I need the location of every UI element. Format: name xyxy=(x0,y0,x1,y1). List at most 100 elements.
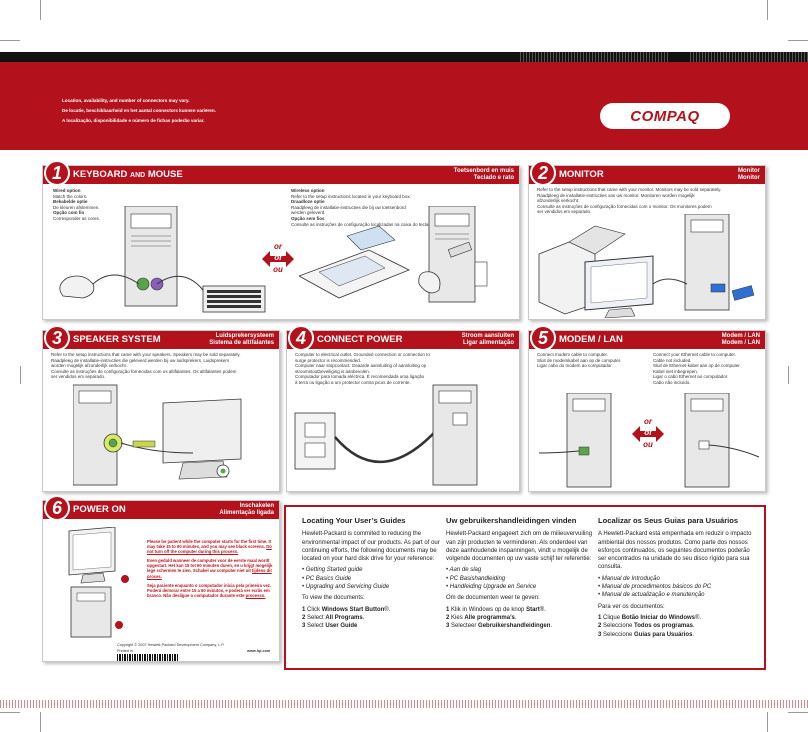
step-bold: Alle programma’s xyxy=(464,614,515,621)
warn-en-1: Please be patient while the computer sta… xyxy=(147,539,268,544)
wired-heading: Wired option xyxy=(53,188,81,193)
subtitle-nl: Modem / LAN xyxy=(721,333,760,339)
guides-view-en: To view the documents: xyxy=(302,595,365,602)
hp-url: www.hp.com xyxy=(247,649,271,653)
step-suffix: ®. xyxy=(694,614,702,621)
subtitle-nl: Toetsenbord en muis xyxy=(453,168,514,174)
step-number-1: 1 xyxy=(44,160,70,186)
crop-mark xyxy=(40,0,41,20)
wired-option-text: Wired option Match the colors. Bekabelde… xyxy=(53,188,203,222)
list-item: • Getting Started guide xyxy=(302,567,363,574)
monitor-text-nl-1: Raadpleeg de installatie-instructies van… xyxy=(537,192,695,198)
user-guides-box: Locating Your User’s Guides Hewlett-Pack… xyxy=(284,505,766,670)
guides-title-nl: Uw gebruikershandleidingen vinden xyxy=(446,516,577,525)
guides-list-pt: • Manual de Introdução • Manual de proce… xyxy=(598,575,758,600)
guides-column-nl: Uw gebruikershandleidingen vinden Hewlet… xyxy=(446,516,596,631)
step-suffix: . xyxy=(362,614,365,621)
wired-pt: Corresponder as cores. xyxy=(53,215,101,221)
step-text: Klik in Windows op de knop xyxy=(451,606,527,613)
panel-title: MONITOR xyxy=(559,169,604,180)
wired-keyboard-mouse-illustration xyxy=(59,206,266,313)
wireless-en: Refer to the setup instructions located … xyxy=(291,193,411,199)
step-text: Seleccione xyxy=(603,631,635,638)
step-text: Select xyxy=(307,623,326,630)
panel-subtitle: Luidsprekersysteem Sistema de altifalant… xyxy=(209,333,274,347)
list-item: • Handleiding Upgrade en Service xyxy=(446,584,537,591)
step-bold: Windows Start Button xyxy=(321,606,385,613)
step-number-2: 2 xyxy=(530,160,556,186)
step-suffix: . xyxy=(550,623,553,630)
panel-keyboard-mouse: Toetsenbord en muis Teclado e rato KEYBO… xyxy=(42,165,520,320)
warn-pt-4: processo. xyxy=(245,592,266,598)
wireless-option-text: Wireless option Refer to the setup instr… xyxy=(291,188,491,227)
or-of-ou-divider: or of ou xyxy=(631,417,665,451)
step-bold: Guias para Usuários xyxy=(634,631,693,638)
lan-text-nl-1: Sluit de Ethernet-kabel aan op de comput… xyxy=(653,363,741,369)
panel-speaker-system: SPEAKER SYSTEM Luidsprekersysteem Sistem… xyxy=(42,330,280,492)
lan-illustration xyxy=(684,393,760,488)
panel-header xyxy=(43,166,519,184)
wired-heading-nl: Bekabelde optie xyxy=(53,199,88,205)
speaker-text-nl-1: Raadpleeg de installatie-instructies die… xyxy=(51,357,230,363)
list-item: • Manual de procedimentos básicos do PC xyxy=(598,584,712,591)
barcode xyxy=(117,654,179,661)
guides-intro-nl: Hewlett-Packard engageert zich om de mil… xyxy=(446,531,593,563)
guides-intro-en: Hewlett-Packard is commited to reducing … xyxy=(302,531,440,563)
guides-title-pt: Localizar os Seus Guias para Usuários xyxy=(598,516,739,525)
notice-line-nl: De locatie, beschikbaarheid en het aanta… xyxy=(62,108,216,113)
copyright-text: Copyright © 2007 Hewlett-Packard Develop… xyxy=(117,643,225,647)
step-suffix: . xyxy=(692,623,695,630)
step-suffix: ®. xyxy=(384,606,391,613)
panel-title: CONNECT POWER xyxy=(317,334,403,345)
title-and: AND xyxy=(130,172,146,179)
guides-view-pt: Para ver os documentos: xyxy=(598,603,665,610)
warn-pt-2: vez. Poderá demorar entre 15 a 60 minuto… xyxy=(147,582,272,593)
of-label: of xyxy=(644,428,652,437)
speaker-illustration xyxy=(73,384,242,486)
panel-connect-power: CONNECT POWER Stroom aansluiten Ligar al… xyxy=(286,330,520,492)
panel-title: MODEM / LAN xyxy=(559,334,623,345)
crop-mark xyxy=(767,712,768,732)
power-text-pt-1: Computador para tomada eléctrica. É reco… xyxy=(295,374,425,380)
printed-in-text: Printed in xyxy=(117,649,134,653)
subtitle-pt: Sistema de altifalantes xyxy=(209,340,274,346)
wireless-heading: Wireless option xyxy=(291,188,325,193)
step-number: 3 xyxy=(598,631,602,638)
crop-mark xyxy=(767,0,768,20)
warn-pt-1: Seja paciente enquanto o computador inic… xyxy=(147,582,262,588)
guide-step: 3 Seleccione Guias para Usuários. xyxy=(598,631,758,639)
crop-mark xyxy=(40,712,41,732)
wireless-keyboard-mouse-illustration xyxy=(299,206,488,303)
step-number: 1 xyxy=(598,614,602,621)
step-bold: Todos os programas xyxy=(634,623,693,630)
of-label: of xyxy=(274,253,282,262)
monitor-text-pt-1: Consulte as instruções de configuração f… xyxy=(537,203,712,209)
panel-subtitle: Toetsenbord en muis Teclado e rato xyxy=(454,168,514,182)
subtitle-nl: Stroom aansluiten xyxy=(461,333,514,339)
power-cable-illustration xyxy=(294,384,478,486)
power-text-nl-2: stroomstootbeveiliging is aanbevolen. xyxy=(295,368,371,374)
list-item: • Upgrading and Servicing Guide xyxy=(302,584,390,591)
footer-stripes xyxy=(0,700,808,708)
subtitle-pt: Monitor xyxy=(738,175,760,181)
panel-subtitle: Modem / LAN Modem / LAN xyxy=(722,333,760,347)
panel-title: POWER ON xyxy=(73,504,126,515)
availability-notice: Location, availability, and number of co… xyxy=(62,96,422,126)
warn-nl-4: tijdens dit proces. xyxy=(147,568,272,579)
step-number-3: 3 xyxy=(44,325,70,351)
step-suffix: ®. xyxy=(539,606,546,613)
step-text: Clique xyxy=(603,614,622,621)
panel-header xyxy=(43,501,279,519)
list-item: • Manual de Introdução xyxy=(598,575,660,582)
crop-mark xyxy=(788,366,789,384)
modem-text-en: Connect modem cable to computer. xyxy=(537,352,609,357)
ou-label: ou xyxy=(273,265,283,274)
guide-step: 1 Klik in Windows op de knop Start®. xyxy=(446,606,596,614)
crop-mark xyxy=(788,40,808,41)
wired-heading-pt: Opção com fio xyxy=(53,210,85,216)
panel-header xyxy=(529,331,765,349)
guide-step: 3 Select User Guide xyxy=(302,622,452,630)
lan-text-nl-2: Kabel niet inbegrepen. xyxy=(653,368,699,374)
warn-en-2: It may take 15 to 60 minutes, and you ma… xyxy=(147,539,272,550)
lan-text-en-1: Connect your Ethernet cable to computer. xyxy=(653,352,737,357)
